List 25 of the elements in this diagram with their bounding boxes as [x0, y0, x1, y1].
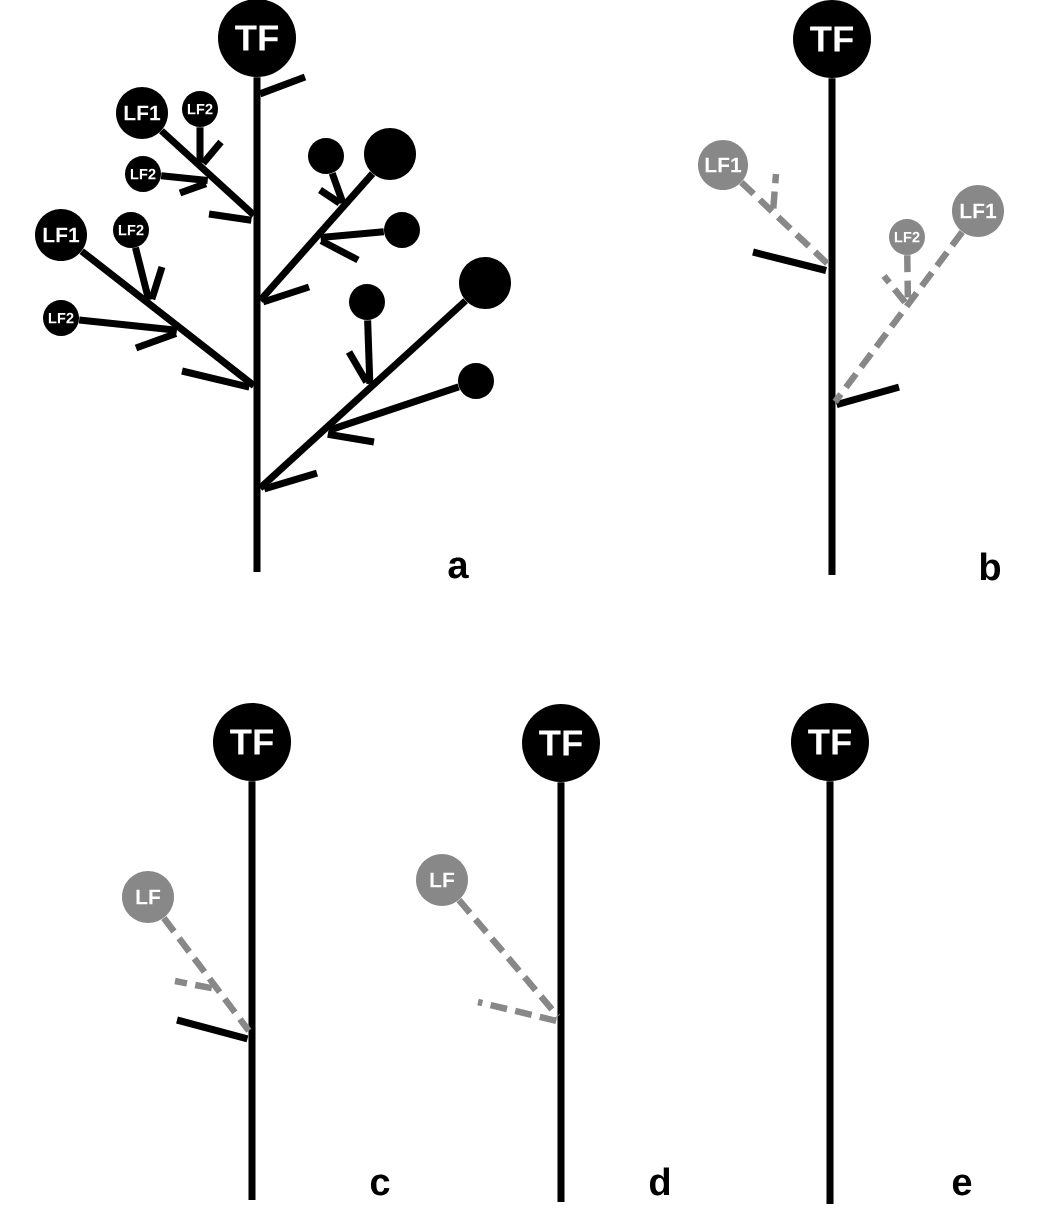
branch-line [320, 228, 385, 242]
flower-circle [349, 284, 385, 320]
branch-line [456, 897, 561, 1019]
branch-line [327, 383, 460, 434]
flower-circle [384, 212, 420, 248]
branch-line [159, 128, 257, 218]
flower-circle [308, 138, 344, 174]
flower-circle [364, 128, 416, 180]
panel-label: b [980, 552, 1001, 581]
branch-line [132, 246, 153, 301]
branch-line [78, 316, 178, 334]
panel-label: a [448, 557, 469, 579]
branch-line [328, 172, 347, 204]
panel-label: d [649, 1167, 670, 1196]
branch-line [79, 248, 257, 389]
branch-line [160, 172, 209, 184]
panel-label: c [370, 1174, 390, 1196]
flower-circle [459, 257, 511, 309]
branch-line [161, 916, 252, 1033]
panel-label: e [952, 1174, 972, 1196]
branch-line [257, 171, 376, 303]
branch-line [257, 298, 468, 491]
flower-circle [458, 363, 494, 399]
branch-line [832, 230, 965, 404]
branch-line [739, 180, 832, 268]
